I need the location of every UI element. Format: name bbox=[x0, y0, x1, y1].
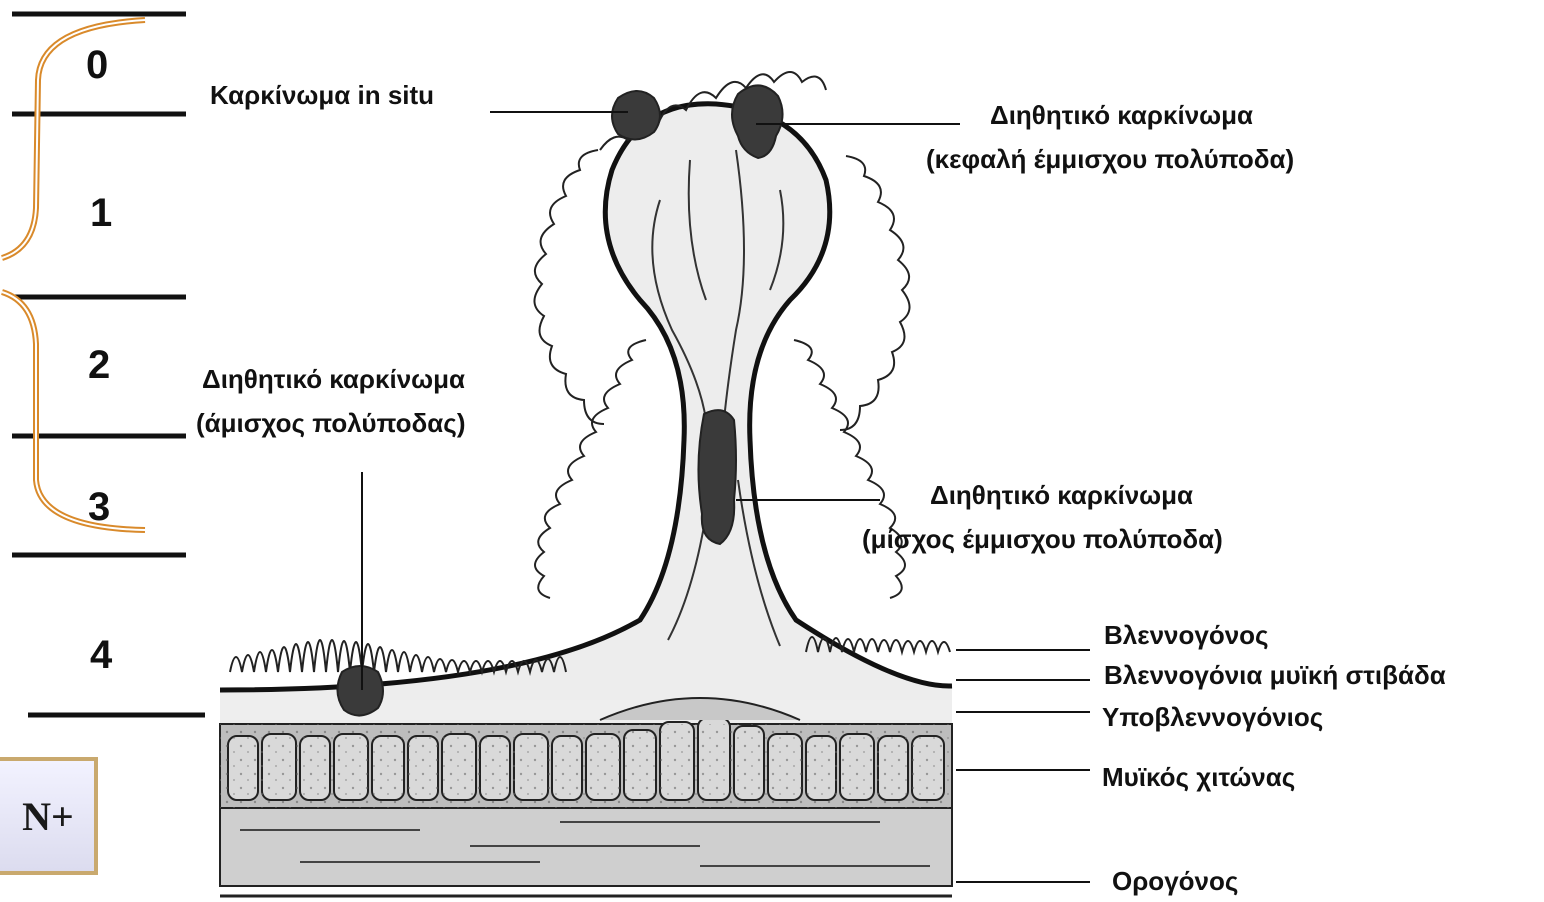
stage-number-1: 1 bbox=[90, 191, 112, 235]
bowel-wall bbox=[220, 698, 952, 896]
label-muscularis-propria: Μυϊκός χιτώνας bbox=[1102, 762, 1295, 792]
stage-bracket-lower-inner bbox=[2, 292, 145, 530]
label-serosa: Ορογόνος bbox=[1112, 866, 1238, 896]
label-sessile-line1: Διηθητικό καρκίνωμα bbox=[202, 364, 465, 394]
polyp bbox=[220, 72, 952, 720]
node-positive-box: N+ bbox=[0, 757, 98, 875]
node-positive-label: N+ bbox=[22, 793, 74, 840]
stage-bracket-lower bbox=[2, 292, 145, 530]
label-submucosa: Υποβλεννογόνιος bbox=[1102, 702, 1323, 732]
tumor-sessile bbox=[337, 666, 383, 716]
label-muscularis-mucosae: Βλεννογόνια μυϊκή στιβάδα bbox=[1104, 660, 1446, 690]
tumor-in-situ bbox=[612, 91, 660, 140]
stage-number-4: 4 bbox=[90, 633, 113, 677]
stage-bracket-upper bbox=[2, 20, 145, 258]
stage-number-2: 2 bbox=[88, 343, 110, 387]
muscularis-mucosae-line bbox=[220, 104, 952, 690]
label-sessile-line2: (άμισχος πολύποδας) bbox=[196, 408, 465, 438]
label-mucosa: Βλεννογόνος bbox=[1104, 620, 1269, 650]
stage-number-0: 0 bbox=[86, 43, 108, 87]
label-stalk-line2: (μίσχος έμμισχου πολύποδα) bbox=[862, 524, 1223, 554]
label-stalk-line1: Διηθητικό καρκίνωμα bbox=[930, 480, 1193, 510]
tumor-stalk bbox=[698, 410, 736, 544]
stage-bracket-upper-inner bbox=[2, 20, 145, 258]
label-carcinoma-in-situ: Καρκίνωμα in situ bbox=[210, 80, 434, 110]
label-head-line1: Διηθητικό καρκίνωμα bbox=[990, 100, 1253, 130]
label-head-line2: (κεφαλή έμμισχου πολύποδα) bbox=[926, 144, 1294, 174]
